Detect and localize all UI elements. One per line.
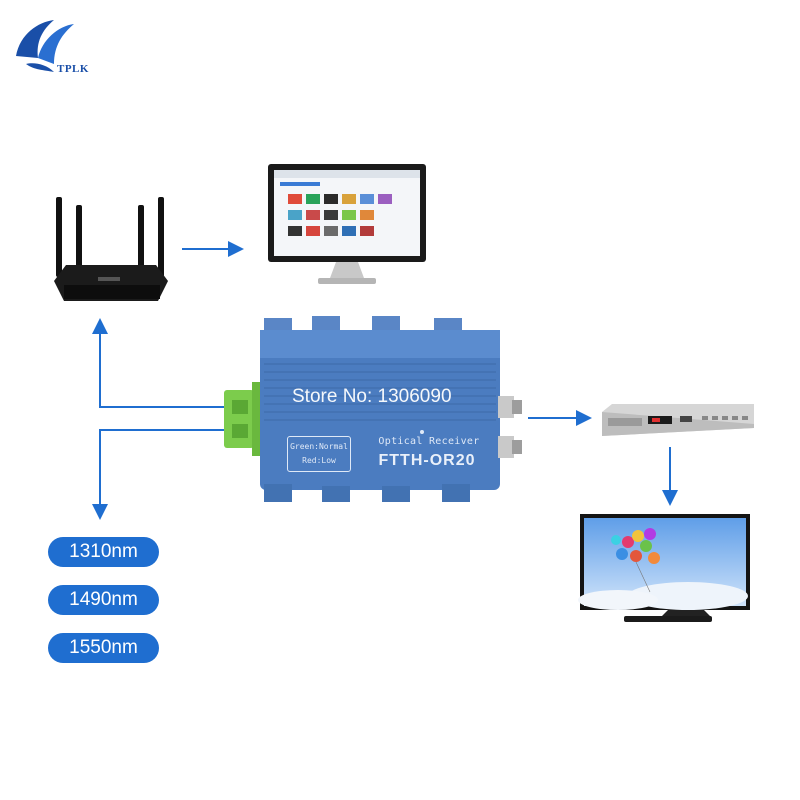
status-normal-label: Green:Normal — [290, 442, 348, 451]
rf-output-port — [498, 396, 514, 418]
computer-monitor-icon — [268, 164, 426, 284]
status-legend: Green:Normal Red:Low — [287, 436, 351, 472]
wavelength-badge: 1550nm — [48, 633, 159, 663]
sc-fiber-connector — [224, 390, 254, 448]
arrow-fiber-input — [92, 429, 224, 520]
optical-receiver-icon — [224, 316, 522, 502]
receiver-model: FTTH-OR20 — [378, 452, 476, 469]
rf-output-port — [498, 436, 514, 458]
dvd-player-icon — [602, 404, 754, 436]
brand-name: TPLK — [57, 63, 89, 75]
arrow-receiver-to-router — [92, 318, 224, 408]
wavelength-badge: 1310nm — [48, 537, 159, 567]
brand-logo: TPLK — [8, 14, 118, 78]
status-low-label: Red:Low — [302, 456, 336, 465]
receiver-title: Optical Receiver — [378, 436, 480, 447]
logo-icon — [16, 20, 74, 72]
store-watermark: Store No: 1306090 — [292, 386, 452, 407]
wavelength-badge: 1490nm — [48, 585, 159, 615]
wifi-router-icon — [54, 197, 168, 301]
television-icon — [578, 514, 750, 622]
